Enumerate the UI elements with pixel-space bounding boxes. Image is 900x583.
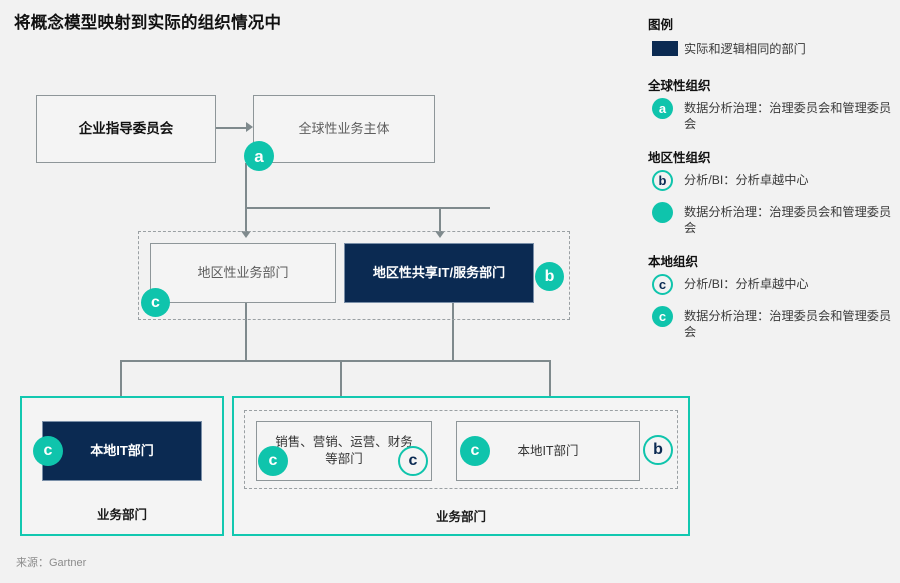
legend-mark: c: [648, 273, 678, 296]
legend-label: 分析/BI：分析卓越中心: [684, 276, 809, 291]
legend-row-local-c-fill: c 数据分析治理：治理委员会和管理委员会: [648, 305, 892, 341]
legend-title: 图例: [648, 18, 674, 32]
legend-row-global-a: a 数据分析治理：治理委员会和管理委员会: [648, 98, 892, 133]
box-regional-business-unit[interactable]: 地区性业务部门: [150, 243, 336, 303]
box-label: 企业指导委员会: [78, 120, 174, 136]
box-label: 地区性业务部门: [197, 265, 289, 281]
badge-c-sales-fill[interactable]: c: [258, 446, 288, 476]
legend-mark: a: [648, 98, 678, 120]
arrowhead-regional-it: [435, 231, 445, 238]
navy-square-icon: [652, 41, 678, 56]
connector-drop-regional-it: [439, 207, 441, 233]
legend-label: 数据分析治理：治理委员会和管理委员会: [684, 101, 892, 132]
badge-c-local-it-right[interactable]: c: [460, 436, 490, 466]
badge-c-sales-ring[interactable]: c: [398, 446, 428, 476]
box-label: 本地IT部门: [90, 443, 154, 459]
box-regional-shared-it[interactable]: 地区性共享IT/服务部门: [344, 243, 534, 303]
legend-section-heading-local: 本地组织: [648, 254, 699, 269]
legend-label: 数据分析治理：治理委员会和管理委员会: [684, 204, 892, 236]
badge-c-ring-icon: c: [652, 273, 673, 295]
legend-label: 数据分析治理：治理委员会和管理委员会: [684, 308, 892, 340]
connector-lower-bus: [120, 360, 550, 362]
legend: 图例 实际和逻辑相同的部门 全球性组织 a 数据分析治理：治理委员会和管理委员会…: [648, 14, 892, 343]
connector-steering-to-global: [216, 127, 248, 129]
legend-row-local-c-ring: c 分析/BI：分析卓越中心: [648, 273, 892, 296]
connector-leg-middle: [340, 360, 342, 396]
legend-section-heading-global: 全球性组织: [648, 79, 711, 93]
box-label: 全球性业务主体: [298, 121, 390, 137]
source-note: 来源：Gartner: [16, 557, 87, 569]
legend-section-heading-regional: 地区性组织: [648, 150, 711, 165]
badge-a-global[interactable]: a: [244, 141, 274, 171]
box-local-it-left[interactable]: 本地IT部门: [42, 421, 202, 481]
badge-a-icon: a: [652, 98, 673, 119]
legend-mark: b: [648, 169, 678, 192]
connector-regional-it-down: [452, 303, 454, 361]
legend-row-regional-b: b 分析/BI：分析卓越中心: [648, 169, 892, 192]
legend-mark: [648, 201, 678, 224]
badge-b-local-it-right[interactable]: b: [643, 435, 673, 465]
legend-row-swatch: 实际和逻辑相同的部门: [648, 39, 892, 61]
group-regional-dashed: [138, 231, 570, 320]
box-label: 本地IT部门: [517, 443, 579, 458]
legend-mark: c: [648, 305, 678, 328]
badge-b-regional-it[interactable]: b: [535, 262, 564, 291]
label-business-unit-right: 业务部门: [435, 510, 486, 524]
teal-dot-icon: [652, 201, 673, 223]
connector-drop-regional-business: [245, 207, 247, 233]
legend-label: 实际和逻辑相同的部门: [684, 42, 806, 56]
connector-regional-business-down: [245, 303, 247, 361]
connector-leg-right: [549, 360, 551, 396]
badge-c-fill-icon: c: [652, 305, 673, 327]
label-business-unit-left: 业务部门: [96, 508, 147, 522]
badge-b-ring-icon: b: [652, 169, 673, 191]
box-label: 销售、营销、运营、财务等部门: [275, 435, 413, 466]
legend-label: 分析/BI：分析卓越中心: [684, 172, 809, 187]
legend-mark: [648, 39, 678, 61]
group-local-dashed: [244, 410, 678, 489]
arrowhead-steering-to-global: [246, 122, 253, 132]
connector-global-bus: [245, 207, 490, 209]
connector-global-down: [245, 163, 247, 208]
box-label: 地区性共享IT/服务部门: [372, 265, 506, 281]
legend-row-regional-dot: 数据分析治理：治理委员会和管理委员会: [648, 201, 892, 237]
arrowhead-regional-business: [241, 231, 251, 238]
connector-leg-left: [120, 360, 122, 412]
box-global-business-entity[interactable]: 全球性业务主体: [253, 95, 435, 163]
badge-c-local-it-left[interactable]: c: [33, 436, 63, 466]
page-title: 将概念模型映射到实际的组织情况中: [14, 14, 282, 32]
box-enterprise-steering-committee[interactable]: 企业指导委员会: [36, 95, 216, 163]
badge-c-regional-business[interactable]: c: [141, 288, 170, 317]
